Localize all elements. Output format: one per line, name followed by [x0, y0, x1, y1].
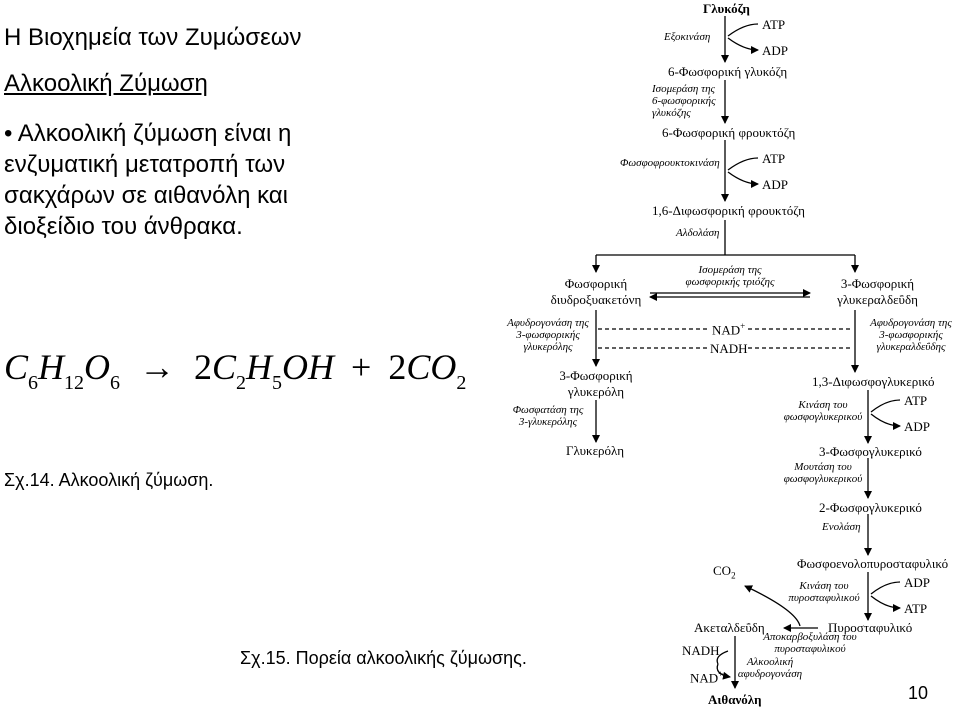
co2-label: CO2 — [713, 563, 736, 581]
dhap-label: Φωσφορική διυδροξυακετόνη — [550, 276, 642, 307]
nad-plus-2: NAD+ — [690, 669, 724, 686]
nadh-1: NADH — [710, 341, 748, 356]
curve-atp4-out — [870, 595, 901, 612]
g6p-label: 6-Φωσφορική γλυκόζη — [668, 64, 788, 79]
adp-1: ADP — [762, 43, 789, 58]
slide-title: Η Βιοχημεία των Ζυμώσεων — [4, 24, 302, 51]
ethanol-label: Αιθανόλη — [708, 692, 762, 707]
bullet-line-3: σακχάρων σε αιθανόλη και — [4, 182, 289, 209]
slide-subtitle: Αλκοολική Ζύμωση — [4, 70, 208, 97]
nad-plus-1: NAD+ — [712, 321, 746, 338]
adp-2: ADP — [762, 177, 789, 192]
aldolase-label: Αλδολάση — [676, 227, 720, 239]
adh-label: Αλκοολική αφυδρογονάση — [737, 656, 803, 680]
fig14-caption: Σχ.14. Αλκοολική ζύμωση. — [4, 470, 214, 490]
acetaldehyde-label: Ακεταλδεΰδη — [694, 620, 765, 635]
curve-nadh-in — [716, 650, 729, 665]
pyruvate-label: Πυροσταφυλικό — [828, 620, 913, 635]
equation-arrow: → — [139, 347, 176, 387]
pdc-label: Αποκαρβοξυλάση του πυροσταφυλικού — [763, 631, 857, 655]
mutase-label: Μουτάση του φωσφογλυκερικού — [783, 461, 863, 485]
phosphatase-label: Φωσφατάση της 3-γλυκερόλης — [512, 404, 584, 428]
f16bp-label: 1,6-Διφωσφορική φρουκτόζη — [652, 203, 805, 218]
curve-atp2 — [727, 157, 759, 171]
enolase-label: Ενολάση — [822, 521, 861, 533]
atp-4: ATP — [904, 601, 928, 616]
adp-4: ADP — [904, 575, 931, 590]
bullet-line-1: • Αλκοολική ζύμωση είναι η — [4, 120, 292, 147]
atp-1: ATP — [762, 17, 786, 32]
g3p-label: 3-Φωσφορική γλυκερόλη — [559, 368, 633, 399]
curve-nad-out — [716, 663, 731, 680]
atp-3: ATP — [904, 393, 928, 408]
curve-atp3-out — [870, 413, 901, 430]
nadh-2: NADH — [682, 643, 720, 658]
f6p-label: 6-Φωσφορική φρουκτόζη — [662, 125, 796, 140]
gapdh-label: Αφυδρογονάση της 3-φωσφορικής γλυκεραλδε… — [870, 317, 952, 353]
pgk-label: Κινάση του φωσφογλυκερικού — [783, 399, 863, 423]
pfk-label: Φωσφοφρουκτοκινάση — [620, 157, 720, 169]
hexokinase-label: Εξοκινάση — [664, 31, 711, 43]
curve-adp1 — [727, 37, 759, 54]
curve-adp3-in — [870, 399, 901, 413]
page-number: 10 — [908, 683, 929, 703]
tpi-label: Ισομεράση της φωσφορικής τριόζης — [685, 264, 775, 288]
g3pdh-label: Αφυδρογονάση της 3-φωσφορικής γλυκερόλης — [507, 317, 589, 353]
fermentation-equation: C6H12O6 → 2C2H5OH + 2CO2 — [4, 347, 467, 394]
glycerol-label: Γλυκερόλη — [566, 443, 625, 458]
curve-adp4-in — [870, 581, 901, 595]
fig15-caption: Σχ.15. Πορεία αλκοολικής ζύμωσης. — [240, 648, 527, 668]
atp-2: ATP — [762, 151, 786, 166]
adp-3: ADP — [904, 419, 931, 434]
curve-atp1 — [727, 23, 759, 37]
glucose-label: Γλυκόζη — [703, 1, 750, 16]
gap-label: 3-Φωσφορική γλυκεραλδεΰδη — [837, 276, 918, 307]
bpg-label: 1,3-Διφωσφογλυκερικό — [812, 374, 935, 389]
pep-label: Φωσφοενολοπυροσταφυλικό — [797, 556, 949, 571]
pk-label: Κινάση του πυροσταφυλικού — [788, 580, 860, 604]
pg3-label: 3-Φωσφογλυκερικό — [819, 444, 922, 459]
g6p-isomerase-label: Ισομεράση της 6-φωσφορικής γλυκόζης — [652, 83, 716, 119]
bullet-line-2: ενζυματική μετατροπή των — [4, 151, 286, 178]
pg2-label: 2-Φωσφογλυκερικό — [819, 500, 922, 515]
curve-co2-out — [744, 585, 801, 627]
bullet-line-4: διοξείδιο του άνθρακα. — [4, 213, 243, 240]
curve-adp2 — [727, 171, 759, 188]
